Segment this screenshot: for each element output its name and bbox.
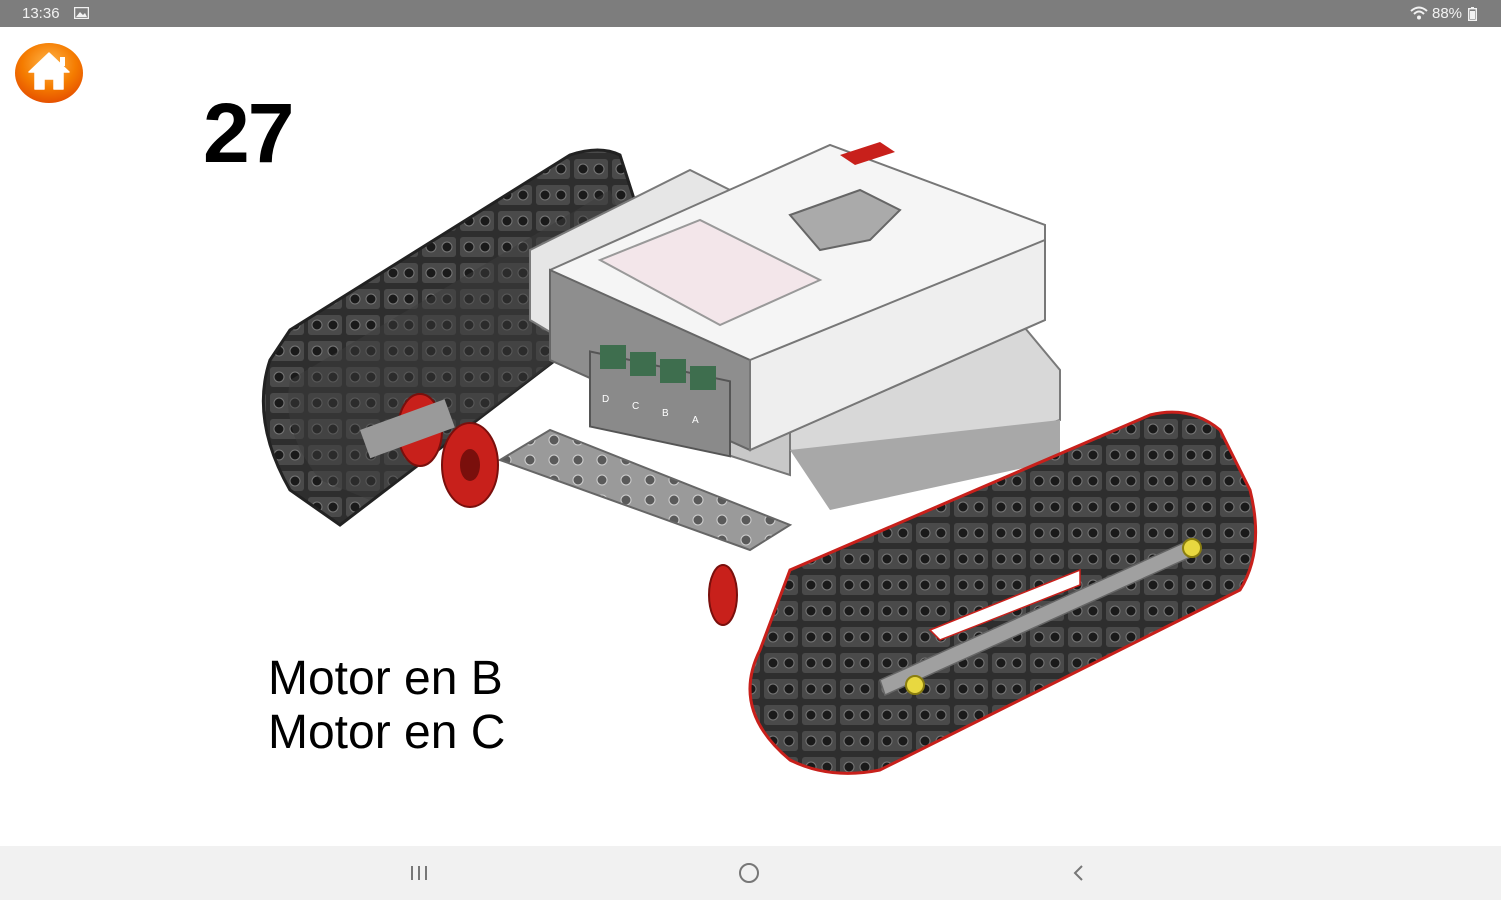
caption-line-1: Motor en B [268, 652, 503, 705]
left-motor-hub [359, 393, 499, 508]
ev3-brick: D C B A [549, 142, 1046, 458]
caption-line-2: Motor en C [268, 706, 506, 759]
back-chevron-icon[interactable] [1059, 858, 1099, 888]
status-bar: 13:36 88% [0, 0, 1501, 27]
port-label: C [632, 401, 639, 412]
status-time: 13:36 [22, 5, 60, 22]
port-label: B [662, 408, 669, 419]
recents-icon[interactable] [399, 858, 439, 888]
battery-icon [1468, 7, 1477, 21]
image-icon [74, 7, 89, 19]
port-label: A [692, 415, 699, 426]
home-button[interactable] [14, 42, 84, 104]
right-tread [748, 410, 1258, 775]
nav-bar [0, 846, 1501, 900]
port-label: D [602, 394, 609, 405]
home-icon [28, 52, 70, 90]
battery-percent: 88% [1432, 5, 1463, 22]
home-circle-icon[interactable] [729, 858, 769, 888]
output-ports: D C B A [589, 345, 731, 458]
right-motor-hub [708, 564, 738, 626]
wifi-icon [1410, 6, 1428, 20]
step-number: 27 [203, 86, 294, 180]
ev3-robot-illustration: D C B A [261, 142, 1258, 775]
step-caption: Motor en B Motor en C [268, 652, 505, 760]
